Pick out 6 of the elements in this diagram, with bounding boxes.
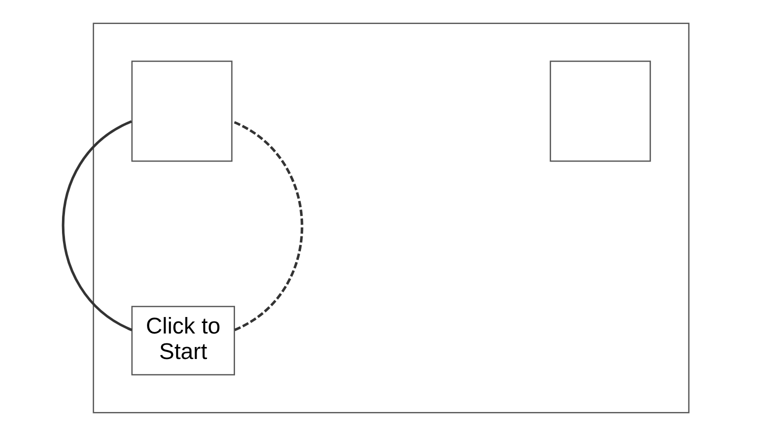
cluster — [92, 22, 689, 414]
node-box — [130, 60, 232, 162]
node-box: Click to Start — [130, 306, 234, 376]
node-box — [549, 60, 650, 162]
connector — [231, 120, 303, 332]
connector — [61, 120, 132, 332]
